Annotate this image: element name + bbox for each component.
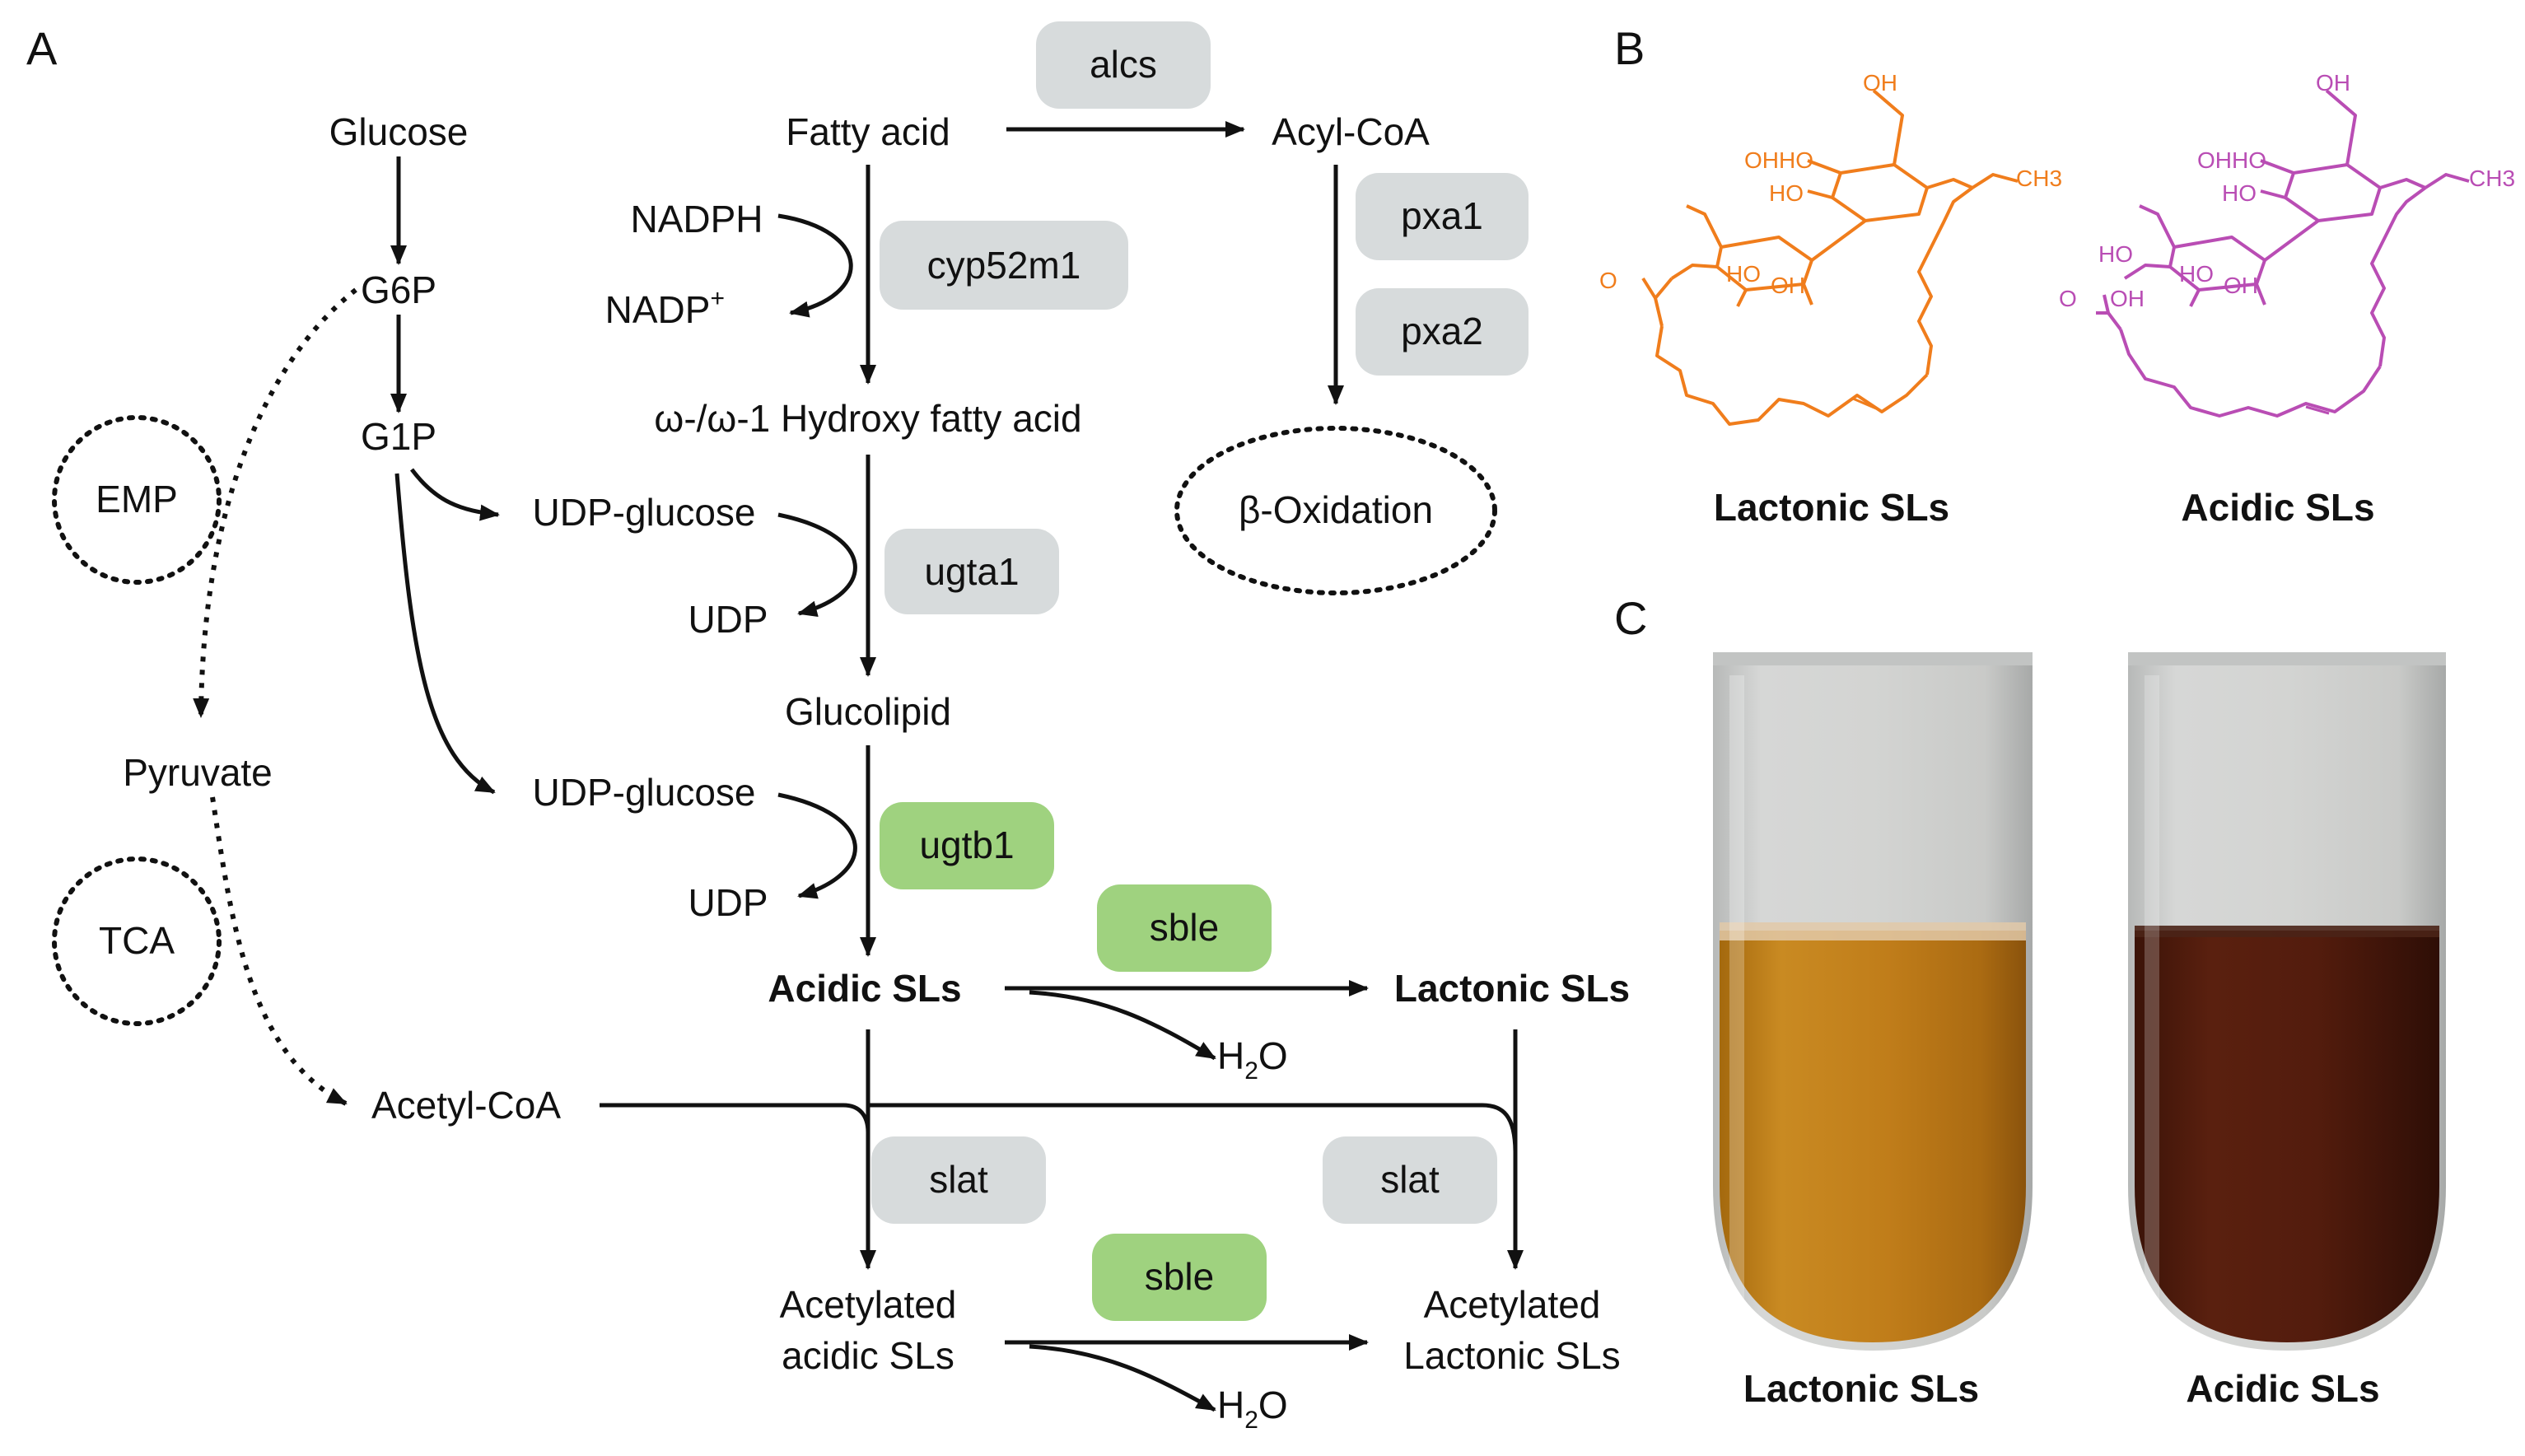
arrow-udpglucose-udp-2 [777,792,857,899]
enzyme-box-cyp52m1 [880,221,1128,310]
label-udp-glucose-2: UDP-glucose [533,771,756,814]
enzyme-sble-2: sble [1145,1255,1214,1298]
lactonic-ch3: CH3 [2016,166,2062,191]
enzyme-alcs: alcs [1090,43,1157,86]
tube-acidic-caption: Acidic SLs [2186,1367,2379,1410]
cycle-beta-oxidation-label: β-Oxidation [1239,488,1433,531]
arrow-acidic-lactonic-h2o [1029,990,1216,1061]
lactonic-structure [1641,89,2019,426]
acidic-ho-2: HO [2098,241,2133,267]
lactonic-o: O [1599,268,1617,293]
enzyme-boxes: alcs cyp52m1 pxa1 pxa2 ugta1 ugtb1 sble … [871,21,1529,1321]
dotted-arrow-g6p-pyruvate [193,287,357,718]
panel-label-a: A [26,22,58,74]
label-acetylated-lactonic-1: Acetylated [1424,1283,1601,1326]
acidic-ho-1: HO [2222,180,2257,206]
label-nadph: NADPH [630,198,763,240]
enzyme-box-sble-1 [1097,884,1272,972]
panel-label-c: C [1614,592,1647,644]
enzyme-ugta1: ugta1 [924,550,1019,593]
label-h2o-2: H2O [1217,1384,1288,1434]
acidic-ho-3: HO [2179,261,2214,287]
enzyme-cyp52m1: cyp52m1 [927,244,1081,287]
pathway-diagram [193,121,1524,1412]
acidic-ch3: CH3 [2469,166,2515,191]
acidic-oh-bottom: OH [2224,273,2258,298]
cycle-tca-label: TCA [99,919,175,962]
line-acetylcoa [600,1103,870,1133]
label-hydroxy-fatty-acid: ω-/ω-1 Hydroxy fatty acid [654,397,1081,440]
tube-lactonic [1713,652,2033,1351]
enzyme-pxa2: pxa2 [1401,310,1483,352]
enzyme-slat-1: slat [929,1158,988,1201]
label-fatty-acid: Fatty acid [786,110,950,153]
label-acidic-sls: Acidic SLs [768,967,961,1010]
enzyme-box-slat-1 [871,1136,1046,1224]
line-acetylcoa-right [868,1103,1518,1154]
label-nadp: NADP+ [605,285,725,331]
tube-lactonic-caption: Lactonic SLs [1743,1367,1979,1410]
enzyme-box-ugtb1 [880,802,1054,889]
enzyme-box-alcs [1036,21,1211,109]
acidic-oh-acid: OH [2110,286,2145,311]
label-acetylated-lactonic-2: Lactonic SLs [1403,1334,1620,1377]
label-acetylated-acidic-1: Acetylated [780,1283,957,1326]
arrow-g1p-udpglucose-1 [410,468,500,521]
arrow-nadph-nadp [777,213,853,318]
enzyme-box-pxa2 [1356,288,1529,376]
label-g1p: G1P [361,415,436,458]
cycle-emp-label: EMP [96,478,178,520]
acidic-oh-top: OH [2316,70,2350,96]
label-pyruvate: Pyruvate [123,751,273,794]
label-h2o-1: H2O [1217,1034,1288,1085]
lactonic-structure-caption: Lactonic SLs [1714,486,1949,529]
enzyme-pxa1: pxa1 [1401,194,1483,237]
label-g6p: G6P [361,268,436,311]
enzyme-box-pxa1 [1356,173,1529,260]
acidic-structure-labels: OH OHHO HO CH3 HO HO OH O OH [2059,70,2515,311]
cycle-tca [52,856,222,1026]
label-lactonic-sls: Lactonic SLs [1394,967,1630,1010]
label-acyl-coa: Acyl-CoA [1272,110,1430,153]
metabolite-labels: Glucose G6P G1P Pyruvate Acetyl-CoA Fatt… [123,110,1630,1434]
cycle-emp [52,415,222,585]
enzyme-sble-1: sble [1150,906,1219,949]
acidic-o: O [2059,286,2077,311]
arrow-g1p-udpglucose-2 [394,473,496,795]
label-glucolipid: Glucolipid [785,690,951,733]
cycles [52,415,1497,1026]
lactonic-oh-top: OH [1863,70,1897,96]
arrow-acetylated-h2o [1029,1344,1216,1412]
label-acetylated-acidic-2: acidic SLs [782,1334,954,1377]
label-udp-glucose-1: UDP-glucose [533,491,756,534]
label-acetyl-coa: Acetyl-CoA [371,1084,561,1127]
acidic-structure-caption: Acidic SLs [2181,486,2374,529]
enzyme-box-slat-2 [1323,1136,1497,1224]
acidic-structure [2096,89,2470,418]
enzyme-ugtb1: ugtb1 [919,824,1014,866]
lactonic-ohho: OHHO [1744,147,1813,173]
acidic-ohho: OHHO [2197,147,2266,173]
label-udp-1: UDP [688,598,768,641]
panel-label-b: B [1614,22,1645,74]
cycle-beta-oxidation [1174,426,1497,595]
arrow-udpglucose-udp-1 [777,512,857,618]
dotted-arrow-pyruvate-acetylcoa [210,796,348,1106]
lactonic-oh-bottom: OH [1771,273,1805,298]
tube-acidic [2128,652,2446,1351]
lactonic-ho-1: HO [1769,180,1804,206]
enzyme-slat-2: slat [1380,1158,1440,1201]
label-udp-2: UDP [688,881,768,924]
enzyme-box-ugta1 [884,529,1059,614]
lactonic-structure-labels: OH OHHO HO CH3 HO OH O [1599,70,2062,298]
enzyme-box-sble-2 [1092,1234,1267,1321]
label-glucose: Glucose [329,110,469,153]
lactonic-ho-2: HO [1726,261,1761,287]
